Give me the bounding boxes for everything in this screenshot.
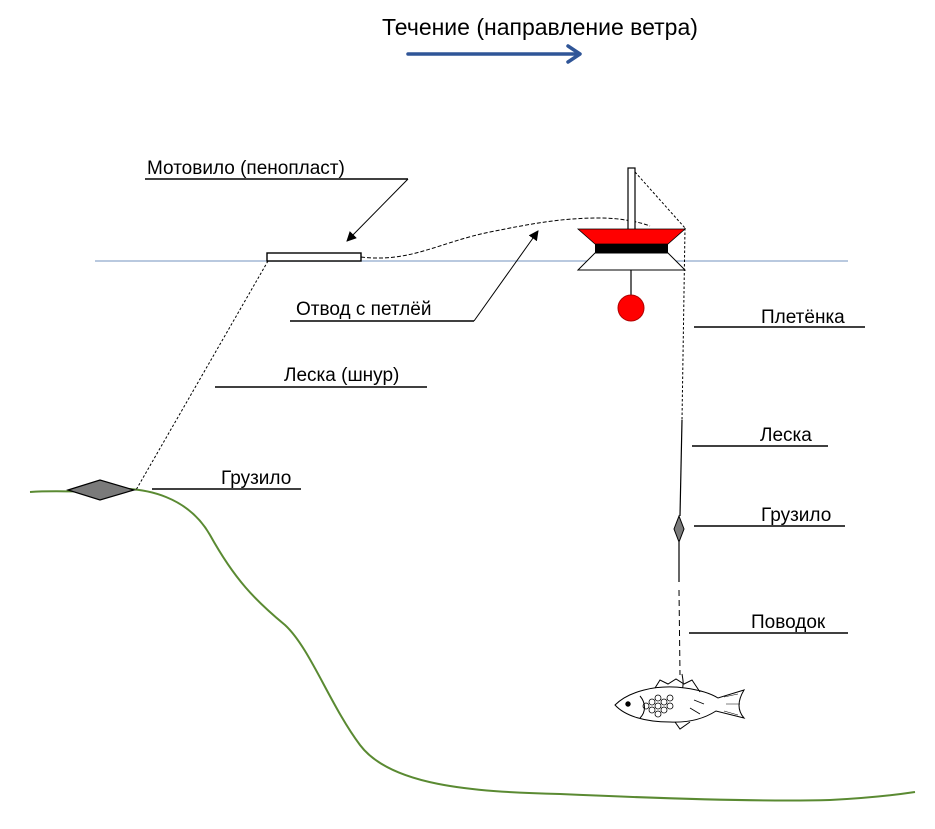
svg-text:Грузило: Грузило (761, 505, 831, 526)
label-mono: Леска (692, 425, 828, 447)
main-line-left (135, 260, 269, 491)
fish-bait (614, 673, 746, 730)
float (576, 167, 687, 322)
svg-text:Поводок: Поводок (751, 612, 826, 633)
svg-text:Мотовило (пенопласт): Мотовило (пенопласт) (147, 158, 345, 179)
label-reel-float: Мотовило (пенопласт) (145, 158, 409, 242)
bottom-contour (29, 487, 916, 802)
sinker-left (65, 479, 137, 501)
label-loop-leader: Отвод с петлёй (290, 230, 539, 322)
braid-vertical (681, 227, 686, 421)
label-sinker-right: Грузило (694, 505, 845, 527)
current-direction-arrow (406, 44, 582, 64)
label-sinker-left: Грузило (152, 468, 301, 490)
braid-line (634, 171, 686, 229)
sinker-right (673, 514, 685, 544)
label-main-line: Леска (шнур) (215, 365, 427, 388)
reel-float (266, 252, 362, 262)
label-braid: Плетёнка (694, 307, 865, 328)
leader-line (678, 589, 681, 676)
loop-leader-line (360, 217, 651, 259)
svg-text:Плетёнка: Плетёнка (761, 307, 845, 328)
svg-text:Леска (шнур): Леска (шнур) (284, 365, 399, 386)
svg-text:Отвод с петлёй: Отвод с петлёй (296, 299, 431, 320)
svg-text:Грузило: Грузило (221, 468, 291, 489)
diagram-title: Течение (направление ветра) (382, 14, 698, 40)
mono-line (679, 419, 683, 517)
svg-text:Леска: Леска (760, 425, 812, 446)
label-leader: Поводок (689, 612, 848, 634)
